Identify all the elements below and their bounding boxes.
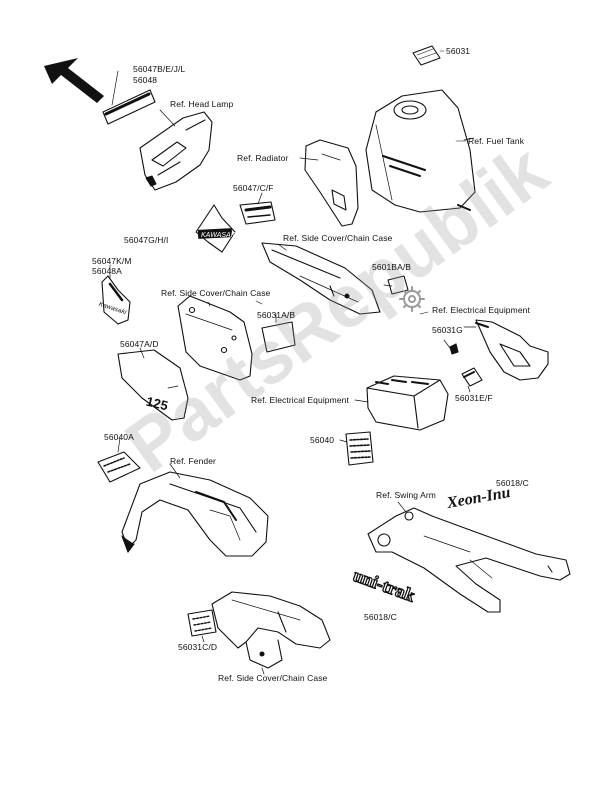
label-56047-g-h-i: 56047G/H/I	[124, 235, 169, 245]
label-ref-fuel-tank: Ref. Fuel Tank	[468, 136, 525, 146]
label-56047-k-m: 56047K/M	[92, 256, 132, 266]
side-decal-56047-k-m	[101, 264, 131, 325]
decal-56031-g	[443, 339, 459, 355]
label-ref-fender: Ref. Fender	[170, 456, 216, 466]
uni-trak-text: uni-trak	[351, 565, 418, 606]
label-5601ba-b: 5601BA/B	[372, 262, 412, 272]
gear-logo-icon	[399, 286, 425, 312]
label-ref-electrical-equipment-1: Ref. Electrical Equipment	[432, 305, 530, 315]
label-56018-c-top: 56018/C	[496, 478, 529, 488]
label-56048a: 56048A	[92, 266, 122, 276]
lower-chain-case-part	[211, 591, 331, 675]
decal-56047-g-h-i: KAWASAKI	[195, 204, 237, 253]
swing-arm-decal-top: Xeon-Inu	[445, 484, 512, 512]
front-direction-arrow-icon	[44, 58, 104, 103]
label-ref-radiator: Ref. Radiator	[237, 153, 289, 163]
head-lamp-decal	[102, 70, 156, 125]
label-ref-electrical-equipment-2: Ref. Electrical Equipment	[251, 395, 349, 405]
label-56031: 56031	[446, 46, 471, 56]
caution-label-56040a	[97, 437, 141, 483]
decal-56031-c-d	[187, 609, 217, 643]
label-56031-e-f: 56031E/F	[455, 393, 493, 403]
chain-case-part	[261, 242, 381, 315]
label-56031g: 56031G	[432, 325, 463, 335]
label-ref-side-cover-chain-case-2: Ref. Side Cover/Chain Case	[161, 288, 271, 298]
label-ref-head-lamp: Ref. Head Lamp	[170, 99, 234, 109]
label-56048: 56048	[133, 75, 158, 85]
label-56047-a-d: 56047A/D	[120, 339, 159, 349]
decal-56031-e-f	[461, 367, 483, 393]
uni-trak-decal: uni-trak	[350, 564, 418, 606]
swing-arm-part	[367, 501, 571, 613]
small-decal-56031	[412, 45, 441, 66]
fuel-tank-part	[365, 89, 476, 213]
svg-text:Xeon-Inu: Xeon-Inu	[445, 484, 512, 512]
label-56047b: 56047B/E/J/L	[133, 64, 186, 74]
number-plate-125	[117, 347, 189, 421]
radiator-shroud-part	[299, 139, 359, 227]
electrical-bracket-part	[463, 319, 549, 381]
caution-label-56040	[339, 431, 374, 466]
rear-fender-part	[121, 463, 269, 557]
label-ref-swing-arm: Ref. Swing Arm	[376, 490, 436, 500]
label-56040: 56040	[310, 435, 335, 445]
side-cover-part	[177, 295, 253, 381]
label-56031-a-b: 56031A/B	[257, 310, 296, 320]
plate-56031-a-b	[261, 313, 296, 353]
label-ref-side-cover-chain-case-3: Ref. Side Cover/Chain Case	[218, 673, 328, 683]
svg-text:KAWASAKI: KAWASAKI	[201, 232, 237, 239]
label-ref-side-cover-chain-case-1: Ref. Side Cover/Chain Case	[283, 233, 393, 243]
label-56031-c-d: 56031C/D	[178, 642, 218, 652]
leader-lines	[255, 50, 467, 315]
battery-box-part	[354, 375, 449, 431]
decal-56018-a-b	[383, 275, 409, 295]
head-lamp-cover-part	[139, 109, 213, 191]
label-56047-c-f: 56047/C/F	[233, 183, 274, 193]
label-56040a: 56040A	[104, 432, 134, 442]
decal-56047-c-f	[239, 192, 276, 225]
label-56018-c-bottom: 56018/C	[364, 612, 397, 622]
